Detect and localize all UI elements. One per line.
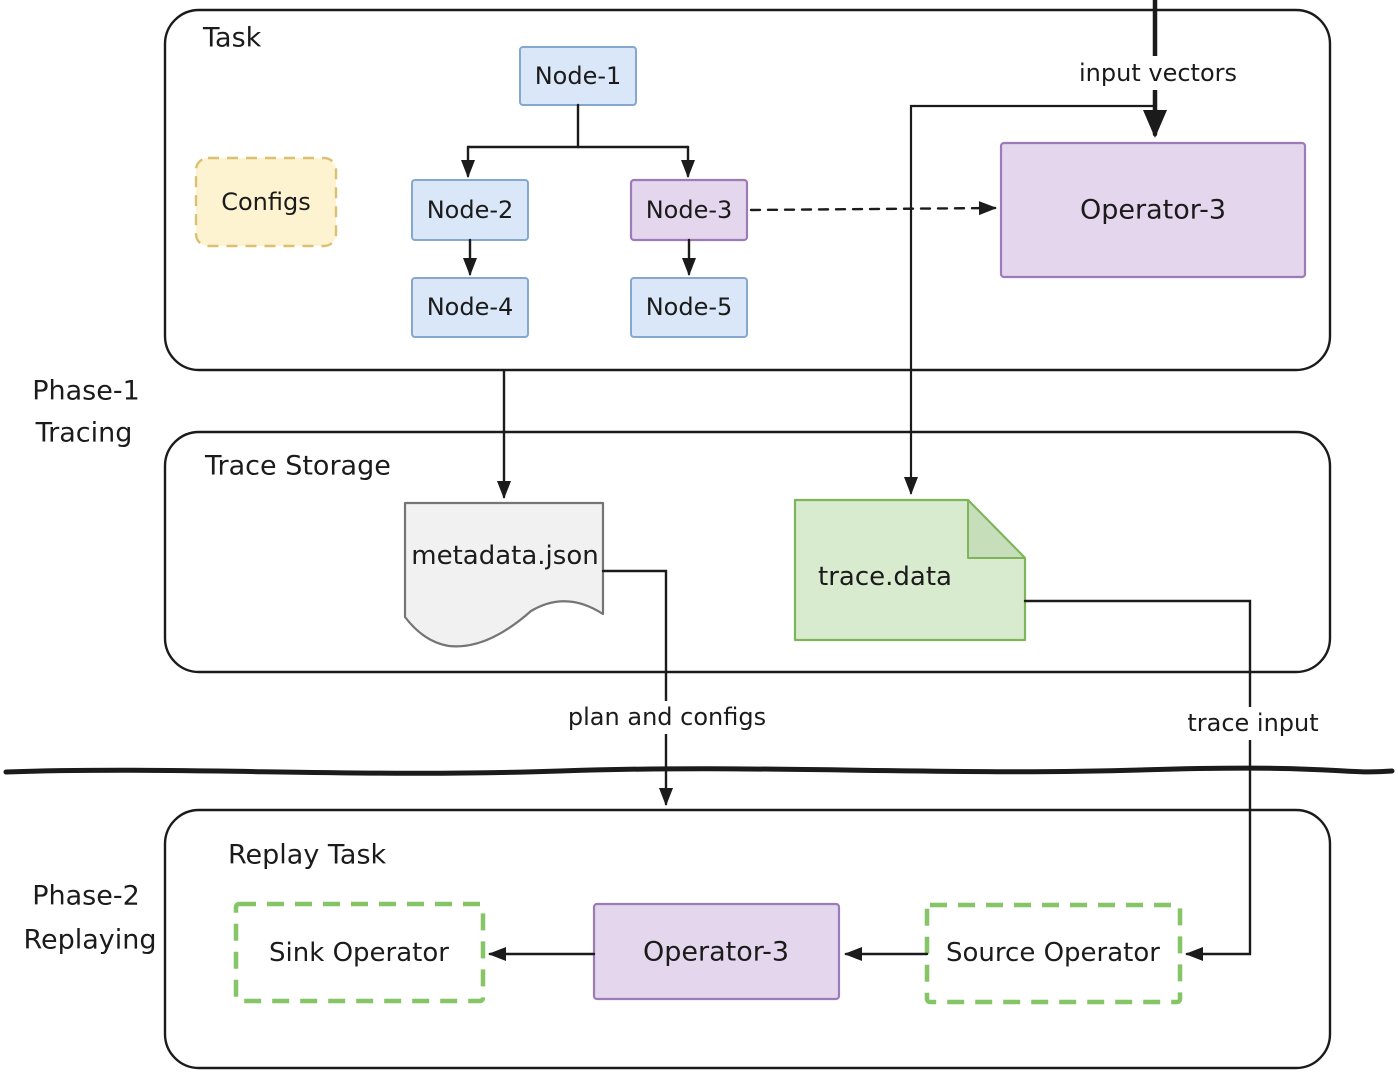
sink-operator-label: Sink Operator <box>269 938 449 968</box>
configs-label: Configs <box>221 188 311 216</box>
edge-tracedata-source <box>1023 599 1252 961</box>
node-5-box <box>630 277 748 338</box>
trace-storage-container <box>163 430 1332 674</box>
input-vectors-label: input vectors <box>1079 59 1237 87</box>
replay-task-container <box>163 808 1332 1070</box>
task-title: Task <box>202 23 262 54</box>
sink-operator-box <box>233 901 486 1004</box>
replay-task-title: Replay Task <box>228 840 387 871</box>
phase1-label-line1: Phase-1 <box>32 376 140 407</box>
node-4-label: Node-4 <box>427 293 514 321</box>
operator-3-replay-box <box>592 902 841 1001</box>
plan-and-configs-label: plan and configs <box>568 703 766 731</box>
metadata-json-doc <box>403 501 605 648</box>
input-vectors-label-bg <box>1080 56 1236 90</box>
plan-and-configs-label-bg <box>576 701 758 734</box>
task-container <box>163 8 1332 372</box>
source-operator-label: Source Operator <box>946 938 1160 968</box>
operator-3-replay-label: Operator-3 <box>643 937 789 968</box>
node-3-label: Node-3 <box>646 196 733 224</box>
trace-data-label: trace.data <box>818 562 952 592</box>
node-4-box <box>411 277 529 338</box>
configs-box <box>194 156 338 248</box>
edge-node3-operator3-dashed-arrow <box>749 201 997 216</box>
trace-input-label-bg <box>1194 707 1312 740</box>
trace-data-fold-corner <box>967 499 1026 559</box>
metadata-json-label: metadata.json <box>411 541 598 571</box>
trace-input-label: trace input <box>1187 709 1318 737</box>
operator-3-box <box>999 141 1307 279</box>
operator-3-label: Operator-3 <box>1080 195 1226 226</box>
phase1-label-line2: Tracing <box>35 418 133 449</box>
trace-storage-title: Trace Storage <box>204 451 391 482</box>
node-5-label: Node-5 <box>646 293 733 321</box>
node-2-label: Node-2 <box>427 196 514 224</box>
phase2-label-line1: Phase-2 <box>32 881 140 912</box>
phase-divider-line <box>3 765 1395 776</box>
phase2-label-line2: Replaying <box>23 925 156 956</box>
edge-inputvectors-tracedata <box>904 104 1157 495</box>
node-1-label: Node-1 <box>535 62 622 90</box>
